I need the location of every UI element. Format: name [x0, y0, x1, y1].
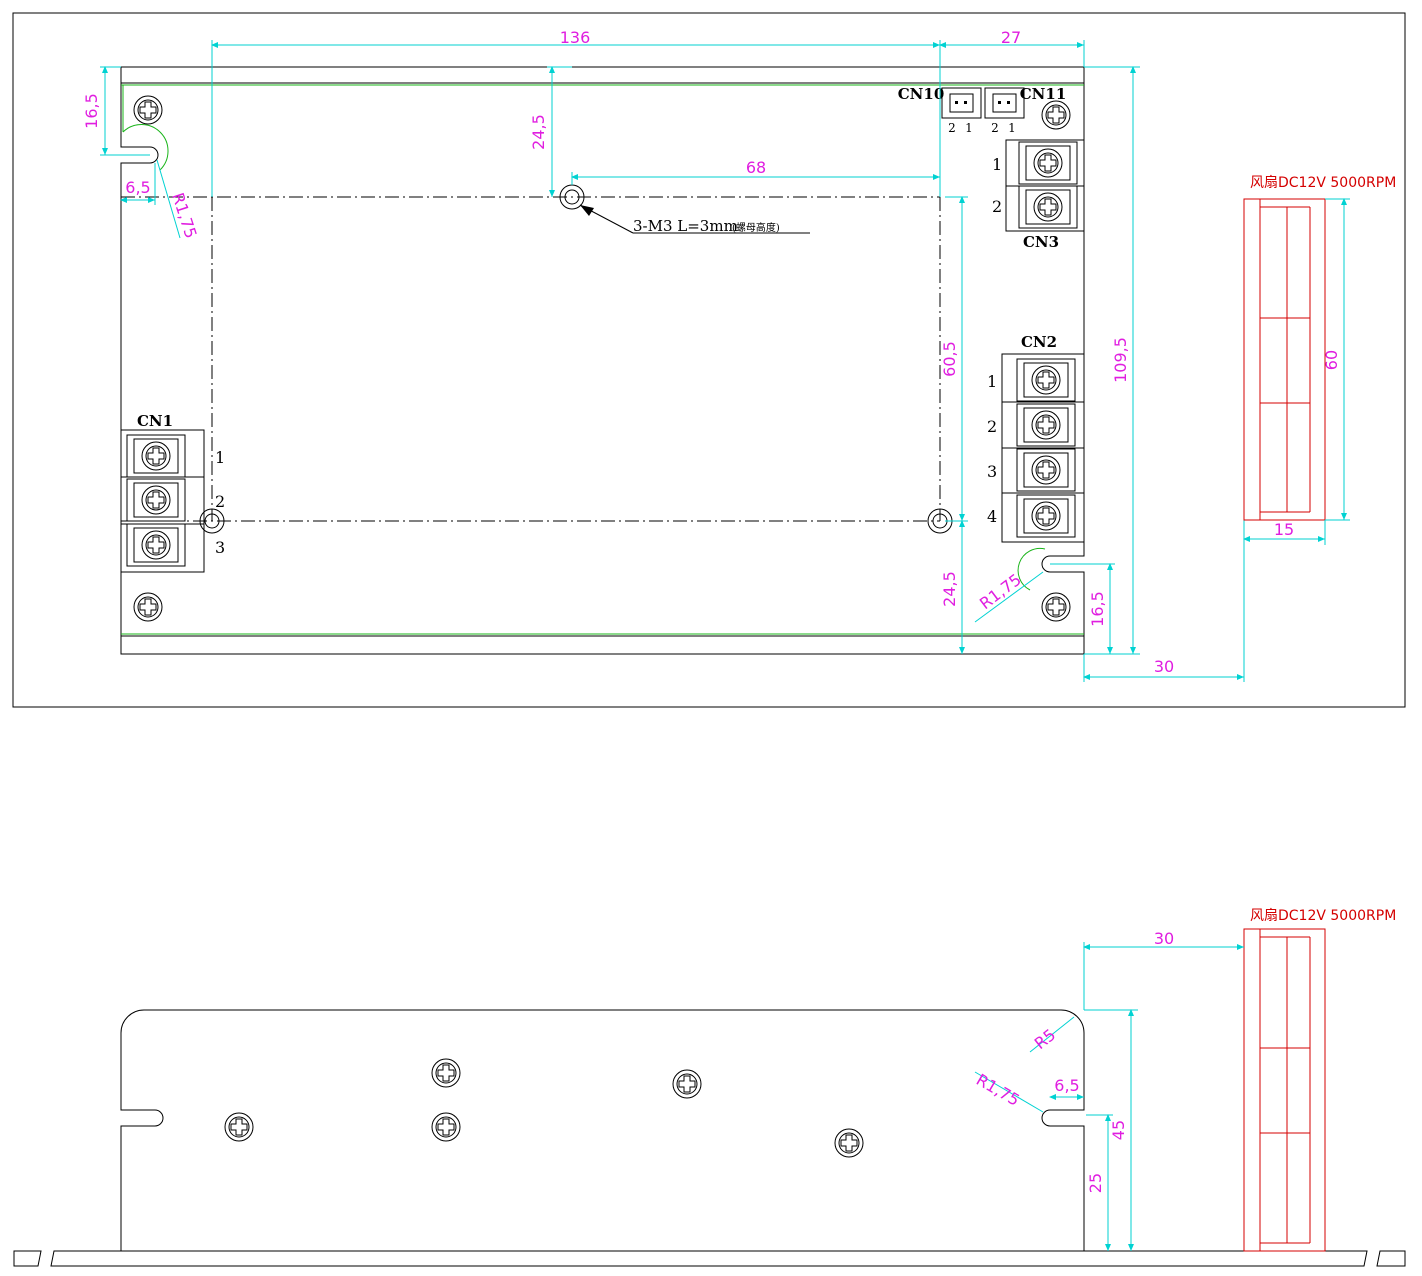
cn3-pin: 2 — [992, 197, 1002, 216]
dim-60-5: 60,5 — [940, 341, 959, 377]
cn2-pin: 4 — [987, 507, 997, 526]
cn2-pin: 1 — [987, 372, 997, 391]
mount-note: 3-M3 L=3mm — [633, 217, 738, 235]
cn10-pin: 2 — [948, 121, 956, 135]
screw-icon — [834, 1128, 864, 1158]
chassis-side — [120, 1009, 1085, 1251]
cn2-label: CN2 — [1021, 333, 1057, 351]
terminal-icon — [1018, 185, 1078, 229]
side-dim-6-5: 6,5 — [1054, 1076, 1079, 1095]
terminal-icon — [126, 434, 186, 478]
dim-30: 30 — [1154, 657, 1174, 676]
cn10-label: CN10 — [898, 85, 945, 103]
cn1-pin: 1 — [215, 448, 225, 467]
terminal-icon — [126, 523, 186, 567]
screw-icon — [133, 95, 163, 125]
cn3-label: CN3 — [1023, 233, 1059, 251]
connector-cn2: CN2 1 2 3 4 — [987, 333, 1085, 543]
terminal-icon — [1016, 403, 1076, 447]
base-plate — [50, 1250, 1368, 1267]
cn1-pin: 2 — [215, 492, 225, 511]
screw-icon — [224, 1112, 254, 1142]
top-view: CN1 1 2 3 CN2 1 2 3 4 CN3 — [12, 12, 1406, 708]
terminal-icon — [1018, 141, 1078, 185]
cn1-label: CN1 — [137, 412, 173, 430]
screw-icon — [1041, 592, 1071, 622]
screw-icon — [672, 1069, 702, 1099]
cn1-pin: 3 — [215, 538, 225, 557]
connector-cn10: CN10 2 1 — [898, 85, 982, 135]
dim-136: 136 — [560, 28, 591, 47]
dim-6-5: 6,5 — [125, 178, 150, 197]
screw-icon — [1041, 100, 1071, 130]
cn2-pin: 3 — [987, 462, 997, 481]
cn11-label: CN11 — [1020, 85, 1067, 103]
terminal-icon — [1016, 448, 1076, 492]
cn11-pin: 2 — [991, 121, 999, 135]
mount-note-detail: (螺母高度) — [732, 221, 780, 234]
top-view-frame — [12, 12, 1406, 708]
dim-27: 27 — [1001, 28, 1021, 47]
screw-icon — [133, 592, 163, 622]
dim-60-fan: 60 — [1322, 350, 1341, 370]
dim-15-fan: 15 — [1274, 520, 1294, 539]
side-view: 风扇DC12V 5000RPM 30 R5 R1,75 6,5 45 25 — [13, 908, 1406, 1267]
side-dim-r1-75: R1,75 — [973, 1070, 1023, 1110]
side-dim-r5: R5 — [1031, 1025, 1059, 1053]
fan-label-side: 风扇DC12V 5000RPM — [1250, 908, 1396, 924]
dim-24-5-bottom: 24,5 — [940, 571, 959, 607]
fan-top-view: 风扇DC12V 5000RPM — [1243, 175, 1396, 521]
terminal-icon — [126, 478, 186, 522]
cn2-pin: 2 — [987, 417, 997, 436]
connector-cn11: CN11 2 1 — [984, 85, 1067, 135]
dim-24-5-top: 24,5 — [529, 114, 548, 150]
fan-label: 风扇DC12V 5000RPM — [1250, 175, 1396, 191]
screw-icon — [431, 1058, 461, 1088]
connector-cn3: CN3 1 2 — [992, 139, 1085, 251]
side-dim-25: 25 — [1086, 1173, 1105, 1193]
screw-icon — [431, 1112, 461, 1142]
cn3-pin: 1 — [992, 155, 1002, 174]
dim-r1-75-bottom: R1,75 — [976, 570, 1025, 613]
terminal-icon — [1016, 494, 1076, 538]
cn10-pin: 1 — [965, 121, 973, 135]
dim-16-5-bottom: 16,5 — [1088, 591, 1107, 627]
dim-68: 68 — [746, 158, 766, 177]
cn11-pin: 1 — [1008, 121, 1016, 135]
fan-side-view: 风扇DC12V 5000RPM — [1243, 908, 1396, 1252]
dim-16-5: 16,5 — [82, 93, 101, 129]
terminal-icon — [1016, 358, 1076, 402]
connector-cn1: CN1 1 2 3 — [120, 412, 225, 573]
side-dim-45: 45 — [1109, 1120, 1128, 1140]
dim-109-5: 109,5 — [1111, 337, 1130, 383]
side-dim-30: 30 — [1154, 929, 1174, 948]
